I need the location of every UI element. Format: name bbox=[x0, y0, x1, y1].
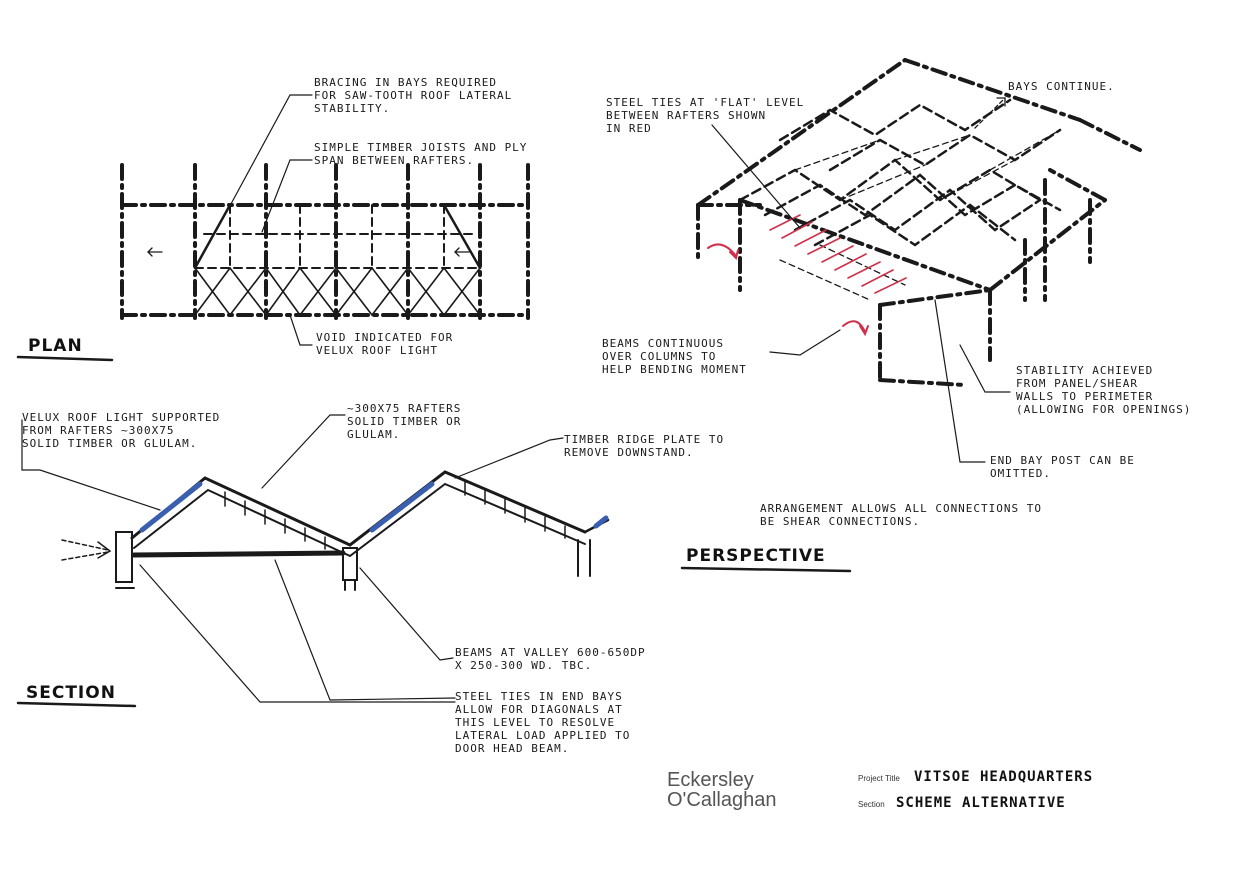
section-label: Section bbox=[858, 800, 885, 809]
wind-arrow-icon bbox=[61, 539, 112, 561]
project-title-value: Vitsoe Headquarters bbox=[914, 769, 1094, 785]
plan-heading: Plan bbox=[28, 336, 83, 356]
note-valley-beams: Beams at valley 600-650Dp x 250-300 wd. … bbox=[455, 646, 646, 672]
perspective-heading-underline bbox=[680, 566, 852, 573]
note-bays-continue: Bays continue. bbox=[1008, 80, 1115, 93]
note-end-bay-post: End bay post can be omitted. bbox=[990, 454, 1135, 480]
note-ridge: Timber ridge plate to remove downstand. bbox=[564, 433, 725, 459]
project-title-label: Project Title bbox=[858, 774, 900, 783]
note-velux: Velux roof light supported from rafters … bbox=[22, 411, 221, 450]
note-arrangement: Arrangement allows all connections to be… bbox=[760, 502, 1043, 528]
section-drawing bbox=[21, 414, 610, 703]
company-logo: Eckersley O'Callaghan bbox=[667, 770, 776, 810]
section-value: Scheme Alternative bbox=[896, 795, 1066, 811]
span-arrow-icon bbox=[147, 247, 470, 257]
company-name-line1: Eckersley bbox=[667, 769, 754, 791]
note-bracing: Bracing in bays required for saw-tooth r… bbox=[314, 76, 513, 115]
section-heading-underline bbox=[16, 701, 137, 708]
note-rafters: ~300x75 rafters solid timber or glulam. bbox=[347, 402, 462, 441]
moment-arrow-icon bbox=[707, 243, 869, 337]
note-stability: Stability achieved from panel/shear wall… bbox=[1016, 364, 1192, 416]
plan-drawing bbox=[120, 94, 530, 346]
company-name-line2: O'Callaghan bbox=[667, 789, 777, 811]
note-void: Void indicated for velux roof light bbox=[316, 331, 454, 357]
note-steel-ties-end: Steel ties in end bays allow for diagona… bbox=[455, 690, 631, 755]
note-joists: Simple timber joists and ply span betwee… bbox=[314, 141, 528, 167]
section-heading: Section bbox=[26, 683, 116, 703]
bays-continue-arrow-icon bbox=[974, 97, 1006, 129]
note-steel-ties-flat: Steel ties at 'flat' level between rafte… bbox=[606, 96, 805, 135]
note-beams-continuous: Beams continuous over columns to help be… bbox=[602, 337, 747, 376]
perspective-drawing bbox=[696, 58, 1142, 463]
perspective-heading: Perspective bbox=[686, 546, 826, 566]
plan-heading-underline bbox=[16, 355, 114, 362]
